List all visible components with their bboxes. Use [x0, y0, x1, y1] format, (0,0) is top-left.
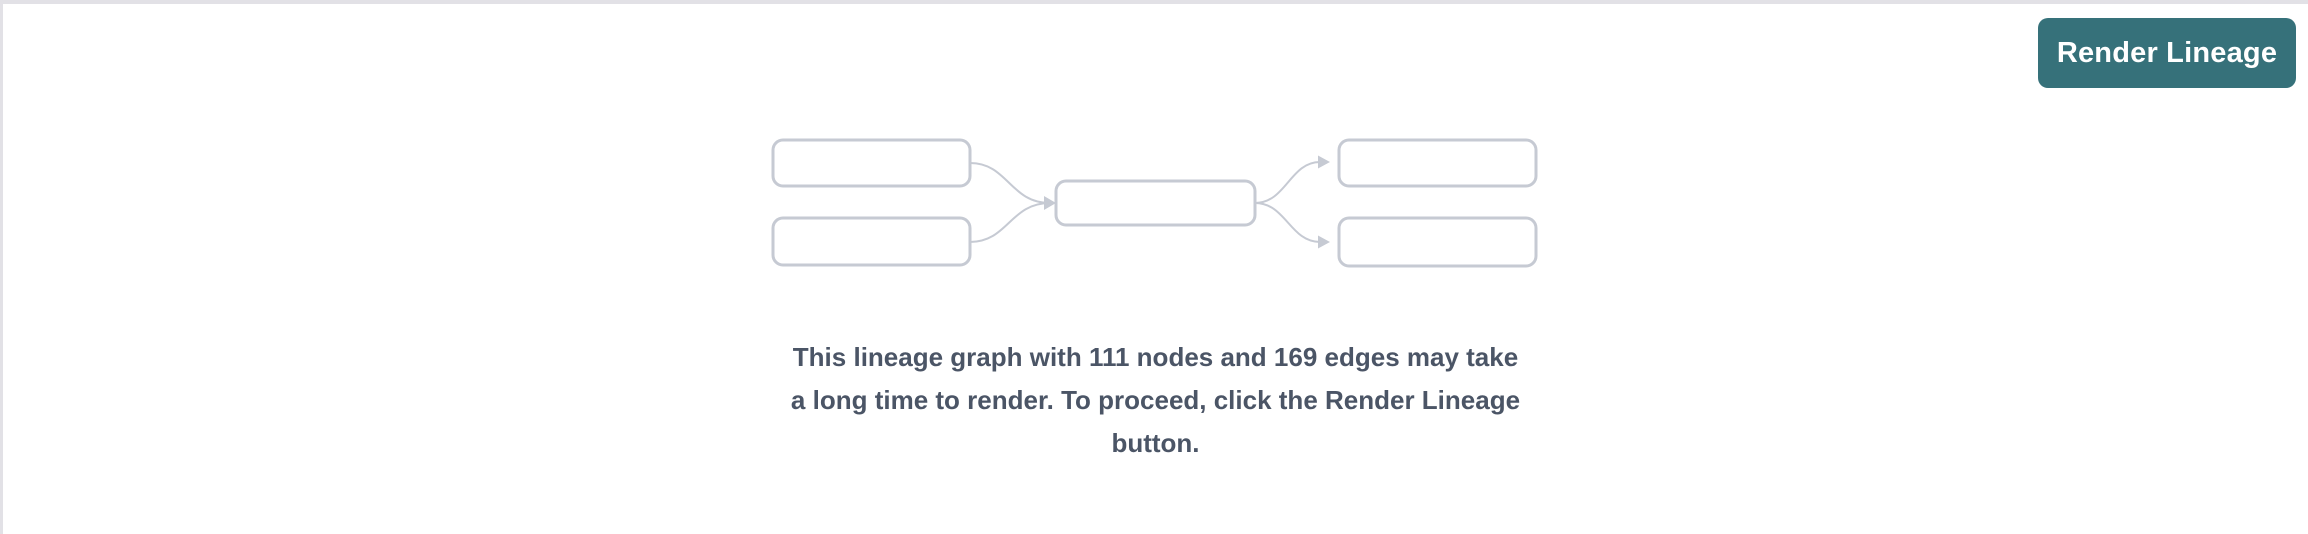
placeholder-edge: [1254, 202, 1321, 243]
lineage-placeholder-graphic: [771, 138, 1538, 268]
render-warning-line-3: button.: [1111, 428, 1200, 458]
render-warning-line-2: a long time to render. To proceed, click…: [790, 385, 1521, 415]
edge-arrowhead-icon: [1318, 235, 1330, 249]
render-warning-message: This lineage graph with 111 nodes and 16…: [704, 336, 1607, 465]
placeholder-edge: [1254, 161, 1321, 204]
edge-arrowhead-icon: [1318, 155, 1330, 169]
placeholder-node: [1054, 179, 1257, 227]
top-divider: [0, 0, 2308, 4]
left-divider: [0, 0, 3, 534]
placeholder-node: [771, 216, 972, 267]
placeholder-node: [1337, 216, 1538, 268]
placeholder-edge: [969, 162, 1051, 204]
placeholder-node: [1337, 138, 1538, 188]
placeholder-node: [771, 138, 972, 188]
edge-arrowhead-icon: [1044, 196, 1056, 210]
placeholder-edge: [969, 202, 1051, 243]
render-lineage-button[interactable]: Render Lineage: [2038, 18, 2296, 88]
render-warning-line-1: This lineage graph with 111 nodes and 16…: [792, 342, 1519, 372]
